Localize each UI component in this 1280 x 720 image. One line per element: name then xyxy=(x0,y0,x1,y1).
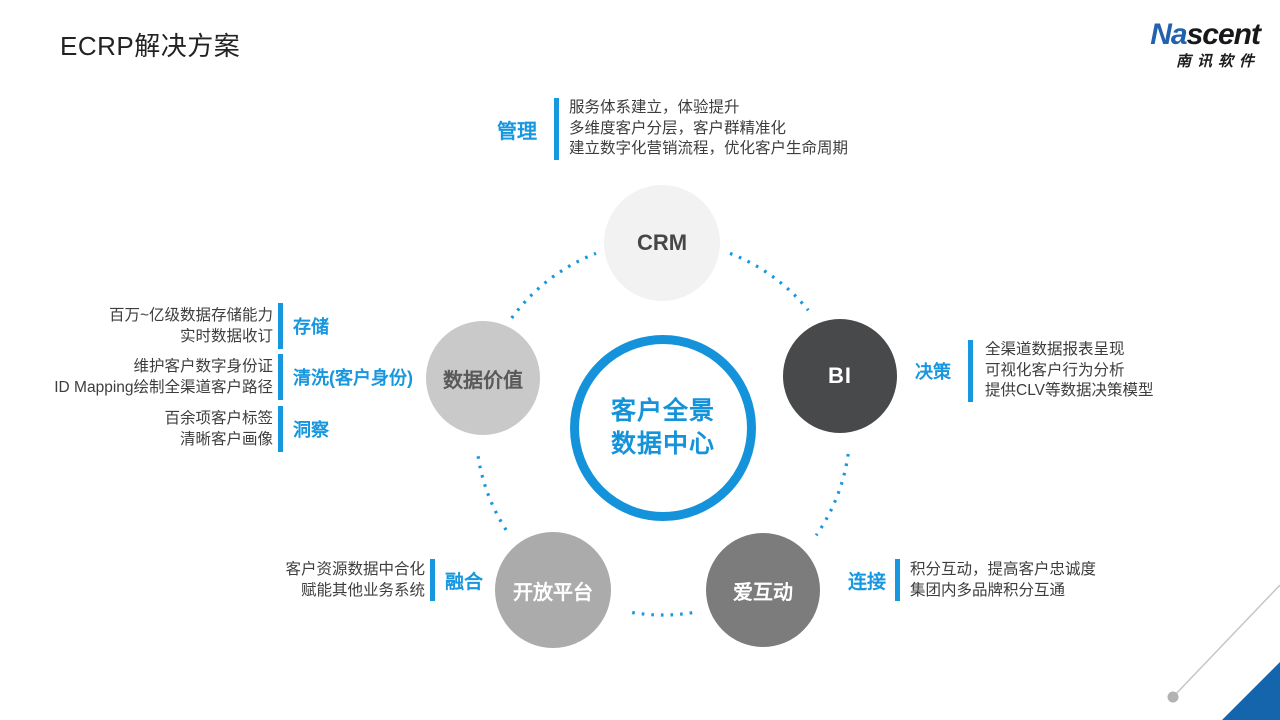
corner-triangle xyxy=(1222,662,1280,720)
node-data-value: 数据价值 xyxy=(426,321,540,435)
callout-line: 百万~亿级数据存储能力 xyxy=(108,307,273,324)
callout-line: 可视化客户行为分析 xyxy=(985,361,1125,379)
callout-line: 客户资源数据中合化 xyxy=(285,561,425,578)
callout-storage-bar xyxy=(278,303,283,349)
callout-decision: 决策 全渠道数据报表呈现 可视化客户行为分析 提供CLV等数据决策模型 xyxy=(915,340,1154,402)
callout-line: 赋能其他业务系统 xyxy=(300,582,425,599)
callout-fusion-bar xyxy=(430,559,435,601)
center-hub-line1: 客户全景 xyxy=(610,397,715,425)
callout-fusion-label: 融合 xyxy=(445,571,484,593)
callout-cleansing-label: 清洗(客户身份) xyxy=(293,368,413,388)
callout-line: 建立数字化营销流程，优化客户生命周期 xyxy=(569,140,849,158)
dashed-arc-openplatform-datavalue xyxy=(476,453,508,531)
callout-management-bar xyxy=(554,98,559,160)
callout-decision-bar xyxy=(968,340,973,402)
callout-line: 服务体系建立，体验提升 xyxy=(569,99,740,117)
callout-connect-label: 连接 xyxy=(848,571,887,593)
corner-diagonal-line xyxy=(1172,584,1280,698)
corner-dot xyxy=(1167,691,1179,703)
node-crm-label: CRM xyxy=(636,230,688,255)
callout-line: 实时数据收订 xyxy=(179,328,273,345)
node-crm: CRM xyxy=(604,185,720,301)
callout-decision-lines: 全渠道数据报表呈现 可视化客户行为分析 提供CLV等数据决策模型 xyxy=(985,340,1154,402)
dashed-arc-bi-aiinteractive xyxy=(814,453,850,537)
callout-insight-label: 洞察 xyxy=(293,420,329,440)
callout-cleansing-bar xyxy=(278,354,283,400)
callout-line: 多维度客户分层，客户群精准化 xyxy=(569,119,787,137)
nascent-logo: Nascent 南讯软件 xyxy=(1150,18,1261,70)
callout-storage-lines: 百万~亿级数据存储能力 实时数据收订 xyxy=(28,305,273,347)
callout-line: 积分互动，提高客户忠诚度 xyxy=(910,561,1097,578)
callout-storage: 百万~亿级数据存储能力 实时数据收订 存储 xyxy=(28,303,329,349)
node-data-value-label: 数据价值 xyxy=(443,369,523,392)
center-hub-circle: 客户全景 数据中心 xyxy=(570,335,756,521)
callout-line: 集团内多品牌积分互通 xyxy=(910,582,1066,599)
callout-connect: 连接 积分互动，提高客户忠诚度 集团内多品牌积分互通 xyxy=(848,559,1096,601)
callout-insight-lines: 百余项客户标签 清晰客户画像 xyxy=(28,408,273,450)
callout-management: 管理 服务体系建立，体验提升 多维度客户分层，客户群精准化 建立数字化营销流程，… xyxy=(497,98,848,160)
dashed-arc-datavalue-crm xyxy=(510,251,597,320)
node-bi-label: BI xyxy=(828,363,852,388)
callout-line: 提供CLV等数据决策模型 xyxy=(985,382,1154,400)
node-open-platform: 开放平台 xyxy=(495,532,611,648)
page-title: ECRP解决方案 xyxy=(60,31,241,61)
node-bi: BI xyxy=(783,319,897,433)
callout-line: ID Mapping绘制全渠道客户路径 xyxy=(54,379,273,396)
callout-line: 全渠道数据报表呈现 xyxy=(985,341,1125,359)
callout-insight-bar xyxy=(278,406,283,452)
callout-storage-label: 存储 xyxy=(293,317,329,337)
logo-wordmark: Nascent xyxy=(1150,18,1261,51)
callout-line: 百余项客户标签 xyxy=(164,410,273,427)
logo-subtitle: 南讯软件 xyxy=(1175,53,1260,70)
callout-cleansing: 维护客户数字身份证 ID Mapping绘制全渠道客户路径 清洗(客户身份) xyxy=(28,354,413,400)
callout-line: 清晰客户画像 xyxy=(179,431,273,448)
dashed-arc-aiinteractive-openplatform xyxy=(630,610,693,617)
logo-brand-prefix: Na xyxy=(1150,18,1187,51)
callout-management-lines: 服务体系建立，体验提升 多维度客户分层，客户群精准化 建立数字化营销流程，优化客… xyxy=(569,98,848,160)
callout-line: 维护客户数字身份证 xyxy=(133,358,273,375)
callout-decision-label: 决策 xyxy=(915,362,951,382)
center-hub-line2: 数据中心 xyxy=(610,430,715,458)
callout-management-label: 管理 xyxy=(497,120,537,143)
logo-brand-suffix: scent xyxy=(1186,18,1261,51)
callout-connect-lines: 积分互动，提高客户忠诚度 集团内多品牌积分互通 xyxy=(910,559,1096,601)
node-ai-interactive: 爱互动 xyxy=(706,533,820,647)
node-ai-interactive-label: 爱互动 xyxy=(733,581,793,604)
node-open-platform-label: 开放平台 xyxy=(513,581,593,604)
dashed-arc-crm-bi xyxy=(729,251,810,312)
callout-connect-bar xyxy=(895,559,901,601)
callout-insight: 百余项客户标签 清晰客户画像 洞察 xyxy=(28,406,329,452)
callout-fusion: 客户资源数据中合化 赋能其他业务系统 融合 xyxy=(260,559,483,601)
callout-cleansing-lines: 维护客户数字身份证 ID Mapping绘制全渠道客户路径 xyxy=(28,356,273,398)
callout-fusion-lines: 客户资源数据中合化 赋能其他业务系统 xyxy=(260,559,425,601)
